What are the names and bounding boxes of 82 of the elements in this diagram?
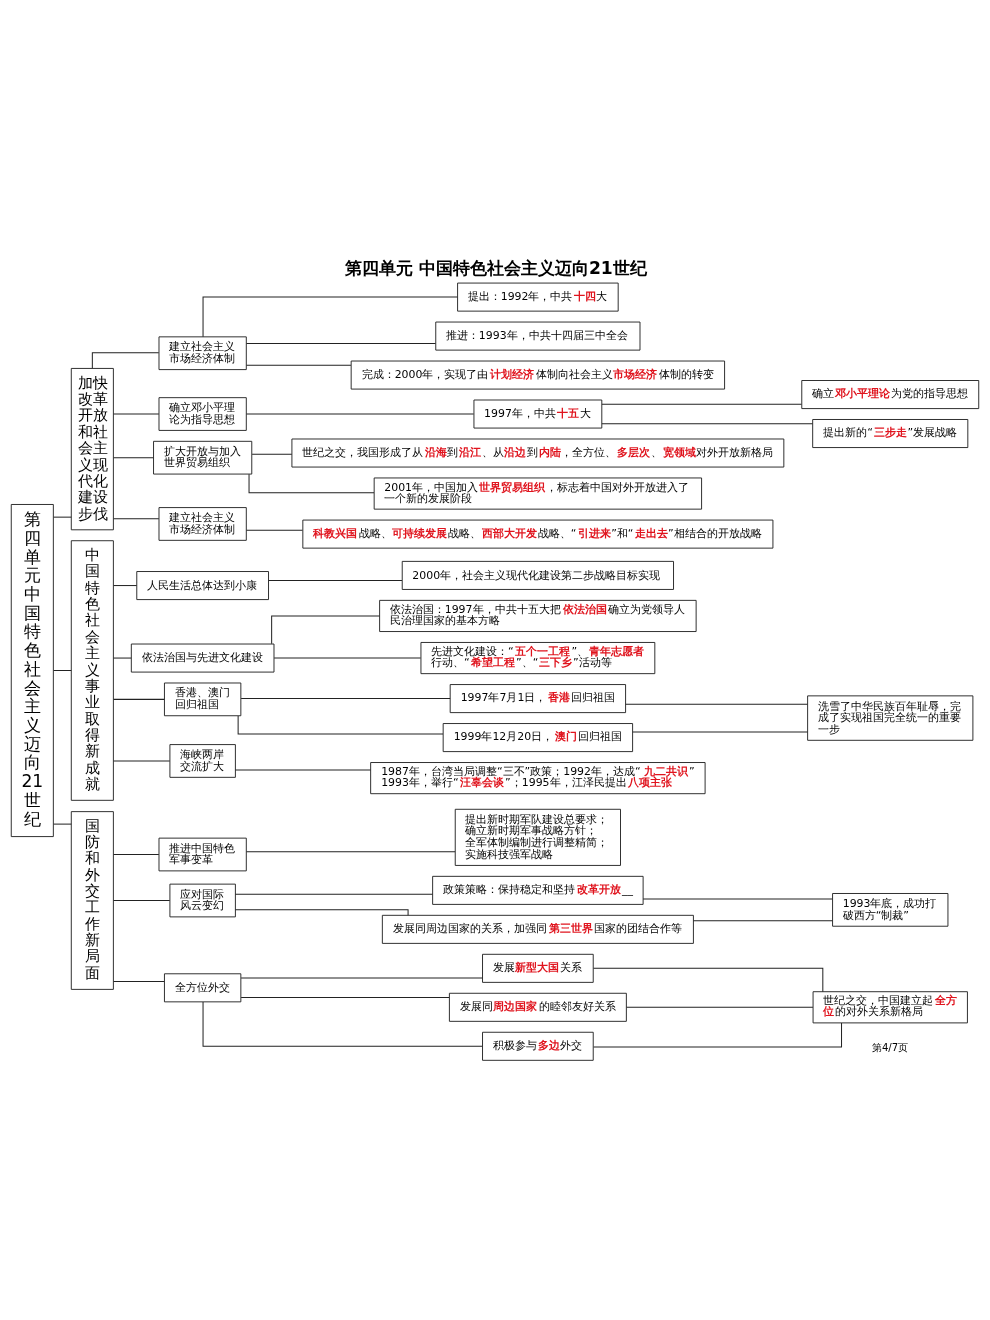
connector	[53, 516, 72, 518]
node-box: 全方位外交	[164, 973, 242, 1003]
node-box: 提出：1992年，中共十四大	[457, 282, 619, 312]
node-box: 政策策略：保持稳定和坚持改革开放__	[432, 875, 644, 905]
connector	[113, 518, 160, 520]
node-box: 发展新型大国关系	[482, 953, 594, 983]
connector	[632, 731, 808, 733]
connector	[202, 1001, 483, 1047]
connector	[271, 615, 381, 645]
node-box: 2000年，社会主义现代化建设第二步战略目标实现	[401, 560, 674, 590]
connector	[113, 760, 171, 762]
node-box: 提出新的“三步走”发展战略	[812, 419, 969, 449]
connector	[240, 698, 451, 700]
node-box: 推进中国特色军事变革	[158, 837, 247, 872]
connector	[113, 698, 165, 700]
node-box: 发展同周边国家的睦邻友好关系	[448, 992, 627, 1022]
connector	[234, 769, 372, 771]
connector	[113, 854, 160, 855]
node-box: 中国特色社会主义事业取得新成就	[70, 540, 114, 801]
node-box: 科教兴国战略、可持续发展战略、西部大开发战略、“引进来”和“走出去”相结合的开放战略	[302, 519, 774, 549]
node-box: 世纪之交，中国建立起全方位的对外关系新格局	[812, 991, 968, 1024]
diagram-title: 第四单元 中国特色社会主义迈向21世纪	[344, 258, 647, 279]
node-box: 国防和外交工作新局面	[70, 811, 114, 990]
node-box: 应对国际风云变幻	[169, 883, 236, 918]
node-box: 建立社会主义市场经济体制	[158, 336, 247, 371]
node-box: 人民生活总体达到小康	[136, 571, 269, 601]
connector	[642, 898, 833, 900]
connector	[113, 981, 165, 983]
connector	[240, 977, 483, 979]
connector	[202, 296, 458, 338]
connector	[234, 909, 409, 916]
label: 第4/7页	[871, 1041, 909, 1053]
connector	[237, 715, 444, 735]
connector	[273, 657, 422, 659]
connector	[113, 457, 154, 459]
connector	[245, 529, 304, 531]
node-box: 先进文化建设：“五个一工程”、青年志愿者行动、“希望工程”、“三下乡”活动等	[420, 642, 656, 675]
node-box: 提出新时期军队建设总要求； 确立新时期军事战略方针； 全军体制编制进行调整精简； 实施科技强军战略	[454, 808, 621, 866]
node-box: 1993年底，成功打破西方“制裁”	[832, 893, 949, 927]
node-box: 确立邓小平理论为党的指导思想	[801, 380, 980, 410]
node-box: 加快改革开放和社会主义现代化建设步伐	[70, 367, 114, 531]
node-box: 完成：2000年，实现了由计划经济体制向社会主义市场经济体制的转变	[350, 360, 726, 390]
connector	[245, 851, 456, 853]
node-box: 1999年12月20日，澳门回归祖国	[442, 723, 634, 753]
connector	[240, 997, 450, 999]
node-box: 海峡两岸交流扩大	[169, 744, 236, 778]
node-box: 建立社会主义市场经济体制	[158, 507, 247, 541]
node-box: 1997年7月1日，香港回归祖国	[449, 684, 627, 714]
node-box: 1987年，台湾当局调整“三不”政策；1992年，达成“九二共识” 1993年，举行“汪辜会谈”；1995年，江泽民提出八项主张	[370, 762, 706, 795]
connector	[692, 920, 833, 922]
node-box: 扩大开放与加入世界贸易组织	[153, 440, 253, 475]
node-box: 香港、澳门回归祖国	[164, 682, 242, 717]
node-box: 推进：1993年，中共十四届三中全会	[435, 321, 641, 351]
connector	[626, 1006, 814, 1008]
connector	[245, 413, 475, 415]
node-box: 积极参与多边外交	[482, 1031, 594, 1061]
connector	[245, 364, 352, 366]
connector	[113, 585, 138, 587]
connector	[245, 342, 437, 344]
node-box: 洗雪了中华民族百年耻辱，完成了实现祖国完全统一的重要一步	[807, 695, 974, 741]
connector	[53, 823, 72, 825]
connector	[113, 657, 132, 659]
node-box: 依法治国与先进文化建设	[130, 643, 275, 673]
connector	[268, 579, 403, 581]
connector	[113, 900, 171, 901]
connector	[248, 473, 375, 494]
connector	[593, 967, 824, 993]
connector	[53, 670, 72, 672]
connector	[601, 403, 802, 405]
connector	[251, 453, 293, 455]
connector	[593, 1022, 843, 1048]
connector	[234, 893, 434, 895]
connector	[601, 423, 814, 425]
node-box: 第四单元中国特色社会主义迈向21世纪	[10, 504, 54, 838]
node-box: 1997年，中共十五大	[473, 399, 603, 429]
node-box: 2001年，中国加入世界贸易组织，标志着中国对外开放进入了一个新的发展阶段	[373, 477, 703, 510]
connector	[625, 703, 808, 705]
connector	[113, 413, 160, 415]
node-box: 世纪之交，我国形成了从沿海到沿江、从沿边到内陆，全方位、多层次、宽领域对外开放新格局	[291, 438, 785, 468]
node-box: 确立邓小平理论为指导思想	[158, 397, 247, 431]
node-box: 发展同周边国家的关系，加强同第三世界国家的团结合作等	[381, 914, 694, 944]
node-box: 依法治国：1997年，中共十五大把依法治国确立为党领导人民治理国家的基本方略	[379, 599, 697, 632]
